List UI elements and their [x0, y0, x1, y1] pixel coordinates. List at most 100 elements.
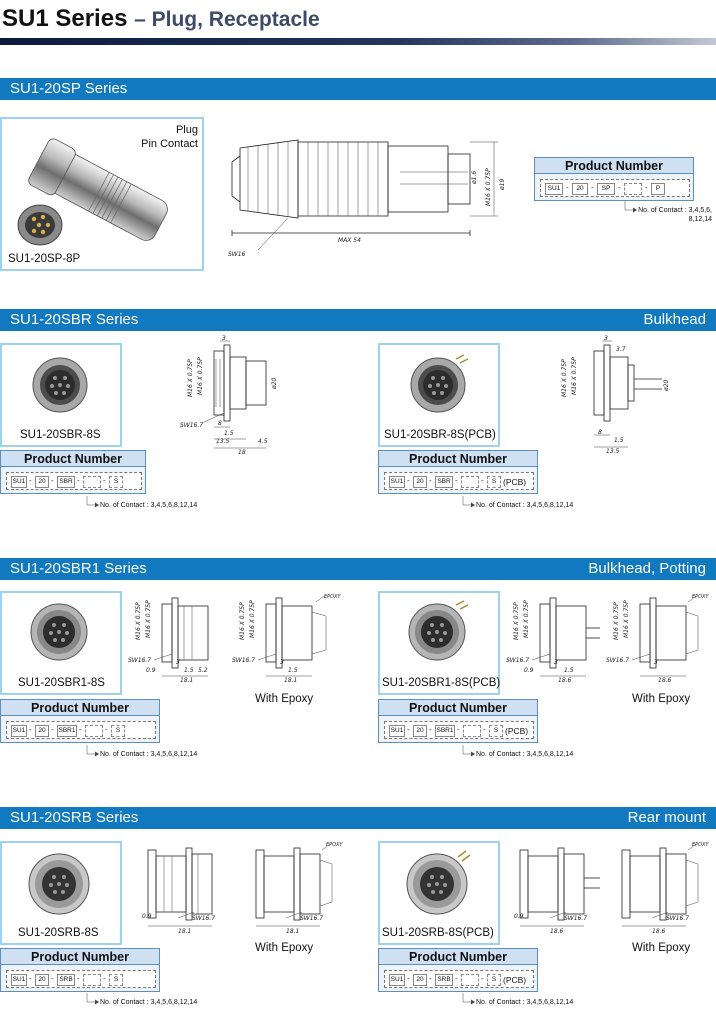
- rear-mount-pcb-photo-image: [406, 850, 471, 915]
- dim-1-5: 1.5: [564, 667, 574, 674]
- code-contacts: [461, 476, 479, 488]
- code-type: SRB: [57, 974, 75, 986]
- photo-caption: SU1-20SBR-8S: [20, 429, 101, 441]
- dim-1-5: 1.5: [224, 430, 234, 437]
- dim-18-6: 18.6: [652, 928, 666, 935]
- dim-18-1: 18.1: [178, 928, 191, 935]
- code-separator: -: [455, 476, 458, 485]
- code-type: SBR: [435, 476, 453, 488]
- dim-18-6: 18.6: [558, 677, 572, 684]
- dim-diameter: ø20: [271, 378, 278, 390]
- rear-mount-photo-image: [28, 853, 90, 915]
- dim-0-9: 0.9: [146, 667, 156, 674]
- dim-1-5: 1.5: [288, 667, 298, 674]
- photo-caption: SU1-20SP-8P: [8, 253, 81, 265]
- dim-13-5: 13.5: [606, 448, 620, 455]
- dim-sw: SW16.7: [180, 422, 203, 429]
- product-number-box-srb-left: Product Number SU1 - 20 - SRB - - S: [0, 948, 160, 992]
- dim-thread: M16 X 0.75P: [485, 168, 492, 206]
- dim-thread-2: M16 X 0.75P: [523, 600, 530, 638]
- product-code: SU1 - 20 - SRB - - S (PCB): [384, 970, 534, 988]
- section-band-sbr1: SU1-20SBR1 Series Bulkhead, Potting: [0, 558, 716, 580]
- dim-thread-2: M16 X 0.75P: [623, 600, 630, 638]
- photo-label-pin-contact: Pin Contact: [141, 138, 198, 150]
- dim-3: 3: [222, 335, 226, 342]
- section-title: SU1-20SRB Series: [10, 809, 139, 826]
- photo-box-sbr-left: SU1-20SBR-8S: [0, 343, 122, 447]
- photo-box-sbr1-left: SU1-20SBR1-8S: [0, 591, 122, 695]
- photo-caption: SU1-20SRB-8S: [18, 927, 99, 939]
- code-separator: -: [618, 183, 621, 192]
- section-title: SU1-20SBR1 Series: [10, 560, 147, 577]
- dim-18-1: 18.1: [180, 677, 193, 684]
- product-code: SU1 - 20 - SP - - P: [540, 179, 690, 197]
- code-contact-type: P: [651, 183, 665, 195]
- section-type-label: Bulkhead, Potting: [588, 560, 706, 577]
- product-number-title: Product Number: [379, 451, 537, 467]
- sbr-dimension-drawing-left: 3 M16 X 0.75P M16 X 0.75P ø20 SW16.7 8 1…: [180, 335, 278, 456]
- dim-8: 8: [218, 420, 222, 427]
- code-separator: -: [29, 476, 32, 485]
- code-separator: -: [51, 476, 54, 485]
- dim-3: 3: [554, 659, 558, 666]
- code-size: 20: [35, 974, 49, 986]
- code-separator: -: [29, 974, 32, 983]
- product-number-title: Product Number: [379, 949, 537, 965]
- photo-label-type: Plug Pin Contact: [141, 123, 198, 151]
- contact-note-arrow: [86, 496, 99, 508]
- dim-thread-1: M16 X 0.75P: [613, 602, 620, 640]
- dim-sw: SW16.7: [128, 657, 151, 664]
- dim-0-9: 0.9: [514, 913, 524, 920]
- code-separator: -: [103, 974, 106, 983]
- dim-sw: SW16: [228, 251, 246, 258]
- code-separator: -: [51, 974, 54, 983]
- photo-box-sbr1-right: SU1-20SBR1-8S(PCB): [378, 591, 500, 695]
- code-contact-type: S: [487, 476, 501, 488]
- dim-18-6: 18.6: [658, 677, 672, 684]
- section-title: SU1-20SBR Series: [10, 311, 139, 328]
- dim-0-9: 0.9: [142, 913, 152, 920]
- product-number-box-sbr-left: Product Number SU1 - 20 - SBR - - S: [0, 450, 146, 494]
- product-number-box-sp: Product Number SU1 - 20 - SP - - P: [534, 157, 694, 201]
- product-number-box-sbr-right: Product Number SU1 - 20 - SBR - - S (PCB…: [378, 450, 538, 494]
- dim-3: 3: [280, 659, 284, 666]
- srb-pcb-dimension-drawing-2: EPOXY SW16.7 18.6: [621, 842, 709, 935]
- dim-thread-1: M16 X 0.75P: [513, 602, 520, 640]
- code-series: SU1: [389, 476, 405, 488]
- dim-sw: SW16.7: [232, 657, 255, 664]
- dim-diameter: ø19: [499, 179, 506, 191]
- code-series: SU1: [11, 725, 27, 737]
- code-size: 20: [413, 725, 427, 737]
- with-epoxy-label: With Epoxy: [255, 693, 314, 705]
- code-separator: -: [455, 974, 458, 983]
- section-type-label: Bulkhead: [643, 311, 706, 328]
- photo-caption: SU1-20SBR-8S(PCB): [384, 429, 496, 441]
- receptacle-pcb-photo-image: [408, 600, 469, 661]
- code-contacts: [461, 974, 479, 986]
- code-separator: -: [566, 183, 569, 192]
- code-separator: -: [407, 974, 410, 983]
- dim-sw: SW16.7: [192, 915, 215, 922]
- code-separator: -: [407, 476, 410, 485]
- code-pcb-suffix: (PCB): [503, 975, 527, 985]
- product-number-title: Product Number: [379, 700, 537, 716]
- code-series: SU1: [545, 183, 563, 195]
- product-number-title: Product Number: [1, 700, 159, 716]
- contact-note-arrow: [86, 745, 99, 757]
- product-code: SU1 - 20 - SBR - - S: [6, 472, 142, 490]
- product-number-box-sbr1-right: Product Number SU1 - 20 - SBR1 - - S (PC…: [378, 699, 538, 743]
- section-type-label: Rear mount: [627, 809, 706, 826]
- photo-caption: SU1-20SBR1-8S(PCB): [382, 677, 501, 689]
- contact-note-arrow: [462, 993, 475, 1005]
- code-series: SU1: [11, 476, 27, 488]
- code-contact-type: S: [487, 974, 501, 986]
- code-separator: -: [429, 725, 432, 734]
- dim-18: 18: [238, 449, 246, 456]
- contact-note-arrow: [86, 993, 99, 1005]
- code-contacts: [83, 974, 101, 986]
- code-separator: -: [51, 725, 54, 734]
- dim-3: 3: [654, 659, 658, 666]
- photo-caption: SU1-20SRB-8S(PCB): [382, 927, 494, 939]
- dim-5-2: 5.2: [198, 667, 208, 674]
- contact-note-sbr1-left: No. of Contact : 3,4,5,6,8,12,14: [100, 751, 198, 758]
